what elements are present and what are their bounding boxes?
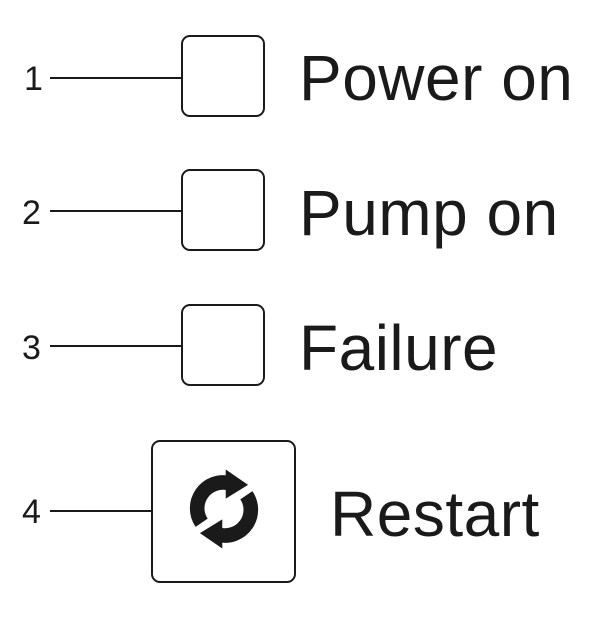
leader-line-1: [50, 77, 205, 79]
power-on-label: Power on: [299, 42, 574, 114]
pump-on-indicator: [181, 169, 265, 251]
callout-number-4: 4: [22, 493, 41, 531]
leader-line-3: [50, 345, 205, 347]
restart-icon: [181, 466, 267, 557]
restart-button[interactable]: [151, 440, 296, 583]
failure-label: Failure: [299, 312, 499, 384]
pump-on-label: Pump on: [299, 177, 559, 249]
callout-number-2: 2: [22, 194, 41, 232]
restart-label: Restart: [330, 478, 540, 550]
power-on-indicator: [181, 35, 265, 117]
callout-number-1: 1: [24, 60, 43, 98]
callout-number-3: 3: [22, 329, 41, 367]
failure-indicator: [181, 304, 265, 386]
leader-line-2: [50, 210, 205, 212]
leader-line-4: [50, 510, 172, 512]
